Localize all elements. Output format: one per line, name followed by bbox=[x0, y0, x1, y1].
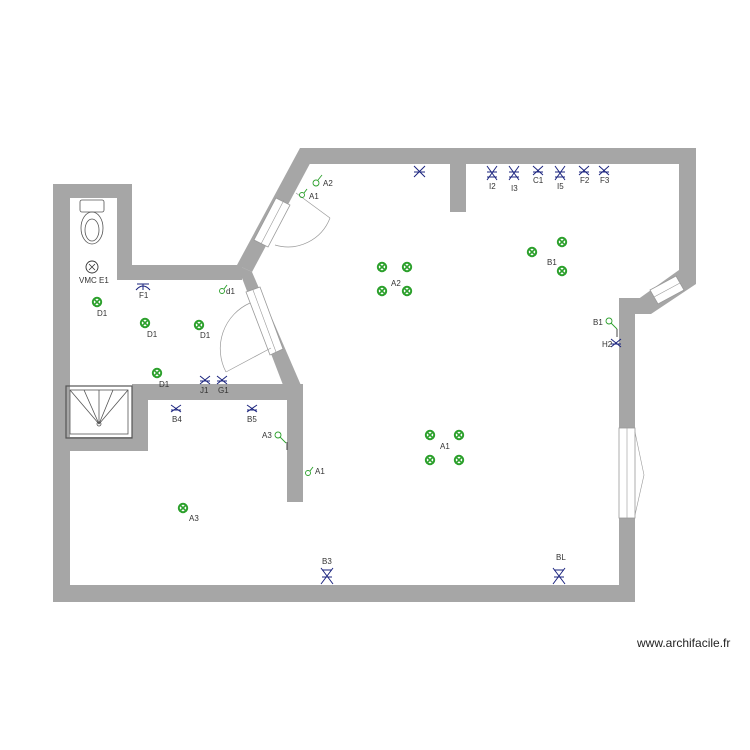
label-c1: C1 bbox=[533, 176, 544, 185]
label-f1: F1 bbox=[139, 291, 149, 300]
wall-bath-side bbox=[132, 384, 148, 451]
toilet-icon bbox=[79, 199, 105, 245]
wall-wc-top bbox=[53, 184, 132, 198]
label-j1: J1 bbox=[200, 386, 209, 395]
shower-tray-icon bbox=[65, 385, 133, 439]
light-icon bbox=[423, 428, 437, 442]
wall-top bbox=[300, 148, 696, 164]
light-icon bbox=[400, 284, 414, 298]
light-icon bbox=[193, 318, 205, 332]
windows bbox=[245, 197, 685, 519]
wall-hall-top bbox=[117, 265, 242, 280]
label-e1: E1 bbox=[99, 276, 109, 285]
label-f3: F3 bbox=[600, 176, 610, 185]
light-icon bbox=[555, 236, 569, 248]
switch-icon bbox=[605, 317, 618, 330]
outlet-icon bbox=[554, 165, 566, 181]
label-a2-switch: A2 bbox=[323, 179, 333, 188]
switch-icon bbox=[312, 174, 323, 187]
switch-icon bbox=[299, 188, 308, 198]
label-d1-light: D1 bbox=[159, 380, 170, 389]
light-icon bbox=[525, 246, 539, 259]
switch-icon bbox=[305, 466, 314, 476]
light-icon bbox=[91, 295, 103, 309]
label-a2-light: A2 bbox=[391, 279, 401, 288]
outlet-icon bbox=[170, 404, 182, 413]
wall-wc-right bbox=[117, 184, 132, 280]
outlet-icon bbox=[508, 165, 520, 181]
label-a1-switch: A1 bbox=[315, 467, 325, 476]
label-h2: H2 bbox=[602, 340, 613, 349]
outlet-icon bbox=[135, 283, 151, 291]
label-i2: I2 bbox=[489, 182, 496, 191]
light-icon bbox=[139, 316, 151, 330]
label-a3-light: A3 bbox=[189, 514, 199, 523]
outlet-icon bbox=[532, 165, 544, 176]
outlet-icon bbox=[199, 375, 211, 385]
label-d1-light: D1 bbox=[97, 309, 108, 318]
light-icon bbox=[452, 428, 466, 442]
label-vmc: VMC bbox=[79, 276, 97, 285]
label-a3-switch: A3 bbox=[262, 431, 272, 440]
wall-right-upper bbox=[679, 148, 696, 284]
walls bbox=[53, 148, 696, 602]
label-b5: B5 bbox=[247, 415, 257, 424]
switch-icon bbox=[219, 284, 228, 294]
light-icon bbox=[151, 366, 163, 380]
outlet-icon bbox=[598, 165, 610, 176]
switch-icon bbox=[274, 431, 287, 444]
label-d1-light: D1 bbox=[147, 330, 158, 339]
outlet-icon bbox=[320, 567, 334, 585]
light-icon bbox=[555, 264, 569, 278]
light-icon bbox=[177, 501, 189, 515]
wall-partition-stub bbox=[450, 148, 466, 212]
light-icon bbox=[423, 453, 437, 467]
outlet-icon bbox=[552, 567, 566, 585]
outlet-icon bbox=[578, 165, 590, 176]
light-icon bbox=[375, 284, 389, 298]
label-a1-light: A1 bbox=[440, 442, 450, 451]
outlet-icon bbox=[486, 165, 498, 181]
label-i3: I3 bbox=[511, 184, 518, 193]
label-bl: BL bbox=[556, 553, 566, 562]
label-a1-switch: A1 bbox=[309, 192, 319, 201]
wall-bath-top bbox=[132, 384, 303, 400]
watermark[interactable]: www.archifacile.fr bbox=[636, 636, 730, 650]
wall-bath-bottom bbox=[53, 437, 148, 451]
outlet-icon bbox=[610, 338, 622, 348]
label-f2: F2 bbox=[580, 176, 590, 185]
label-g1: G1 bbox=[218, 386, 229, 395]
label-b3: B3 bbox=[322, 557, 332, 566]
outlet-icon bbox=[216, 375, 228, 385]
outlets bbox=[135, 165, 622, 585]
outlet-icon bbox=[246, 404, 258, 413]
light-icon bbox=[452, 453, 466, 467]
label-b1-light: B1 bbox=[547, 258, 557, 267]
label-d1-light: D1 bbox=[200, 331, 211, 340]
vmc-fan-icon bbox=[85, 260, 99, 274]
label-i5: I5 bbox=[557, 182, 564, 191]
switches bbox=[219, 174, 618, 476]
label-b4: B4 bbox=[172, 415, 182, 424]
outlet-icon bbox=[413, 165, 426, 178]
light-icon bbox=[400, 260, 414, 274]
light-icon bbox=[375, 260, 389, 274]
wall-bottom bbox=[53, 585, 635, 602]
wall-bath-right bbox=[287, 390, 303, 502]
label-b1-switch: B1 bbox=[593, 318, 603, 327]
label-d1-switch: d1 bbox=[226, 287, 235, 296]
wall-left bbox=[53, 184, 70, 602]
